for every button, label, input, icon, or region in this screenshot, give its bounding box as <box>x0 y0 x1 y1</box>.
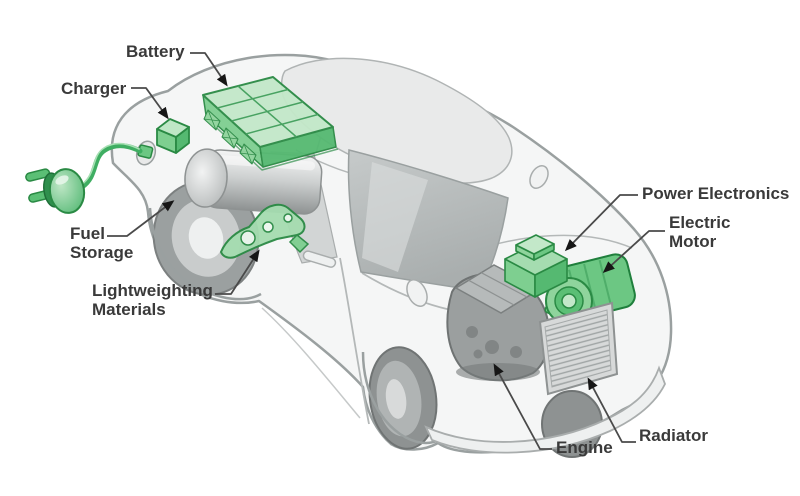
rear-fender-arch <box>148 207 262 301</box>
rocker-line <box>261 307 361 419</box>
radiator <box>538 301 619 396</box>
leader-electric-motor <box>602 230 665 274</box>
leader-battery <box>190 52 228 87</box>
leader-lines <box>107 52 665 450</box>
door-handle <box>302 250 337 268</box>
battery-pack <box>202 76 339 171</box>
label-radiator: Radiator <box>639 426 708 445</box>
fuel-tank <box>184 148 323 215</box>
charging-plug <box>25 168 86 214</box>
right-mirror <box>529 165 549 189</box>
label-electric-motor: Electric Motor <box>669 213 731 252</box>
leader-radiator <box>587 377 636 443</box>
label-fuel-storage: Fuel Storage <box>70 224 134 263</box>
electric-motor <box>544 253 636 325</box>
leader-fuel-storage <box>107 200 175 237</box>
label-battery: Battery <box>126 42 185 61</box>
front-bumper <box>424 365 666 454</box>
label-engine: Engine <box>556 438 613 457</box>
leader-lightweighting <box>215 249 260 295</box>
engine <box>446 264 550 382</box>
label-power-electronics: Power Electronics <box>642 184 790 203</box>
left-mirror <box>406 279 428 307</box>
charger-module <box>156 118 190 154</box>
charging-cable <box>79 142 143 190</box>
door-cut-line <box>339 257 370 425</box>
label-lightweighting: Lightweighting Materials <box>92 281 213 320</box>
label-charger: Charger <box>61 79 127 98</box>
power-electronics <box>504 234 568 298</box>
leader-charger <box>131 87 169 120</box>
front-fender-arch <box>361 351 440 445</box>
leader-power-electronics <box>564 194 638 252</box>
lightweighting-arm <box>219 203 310 259</box>
leader-engine <box>493 363 552 450</box>
